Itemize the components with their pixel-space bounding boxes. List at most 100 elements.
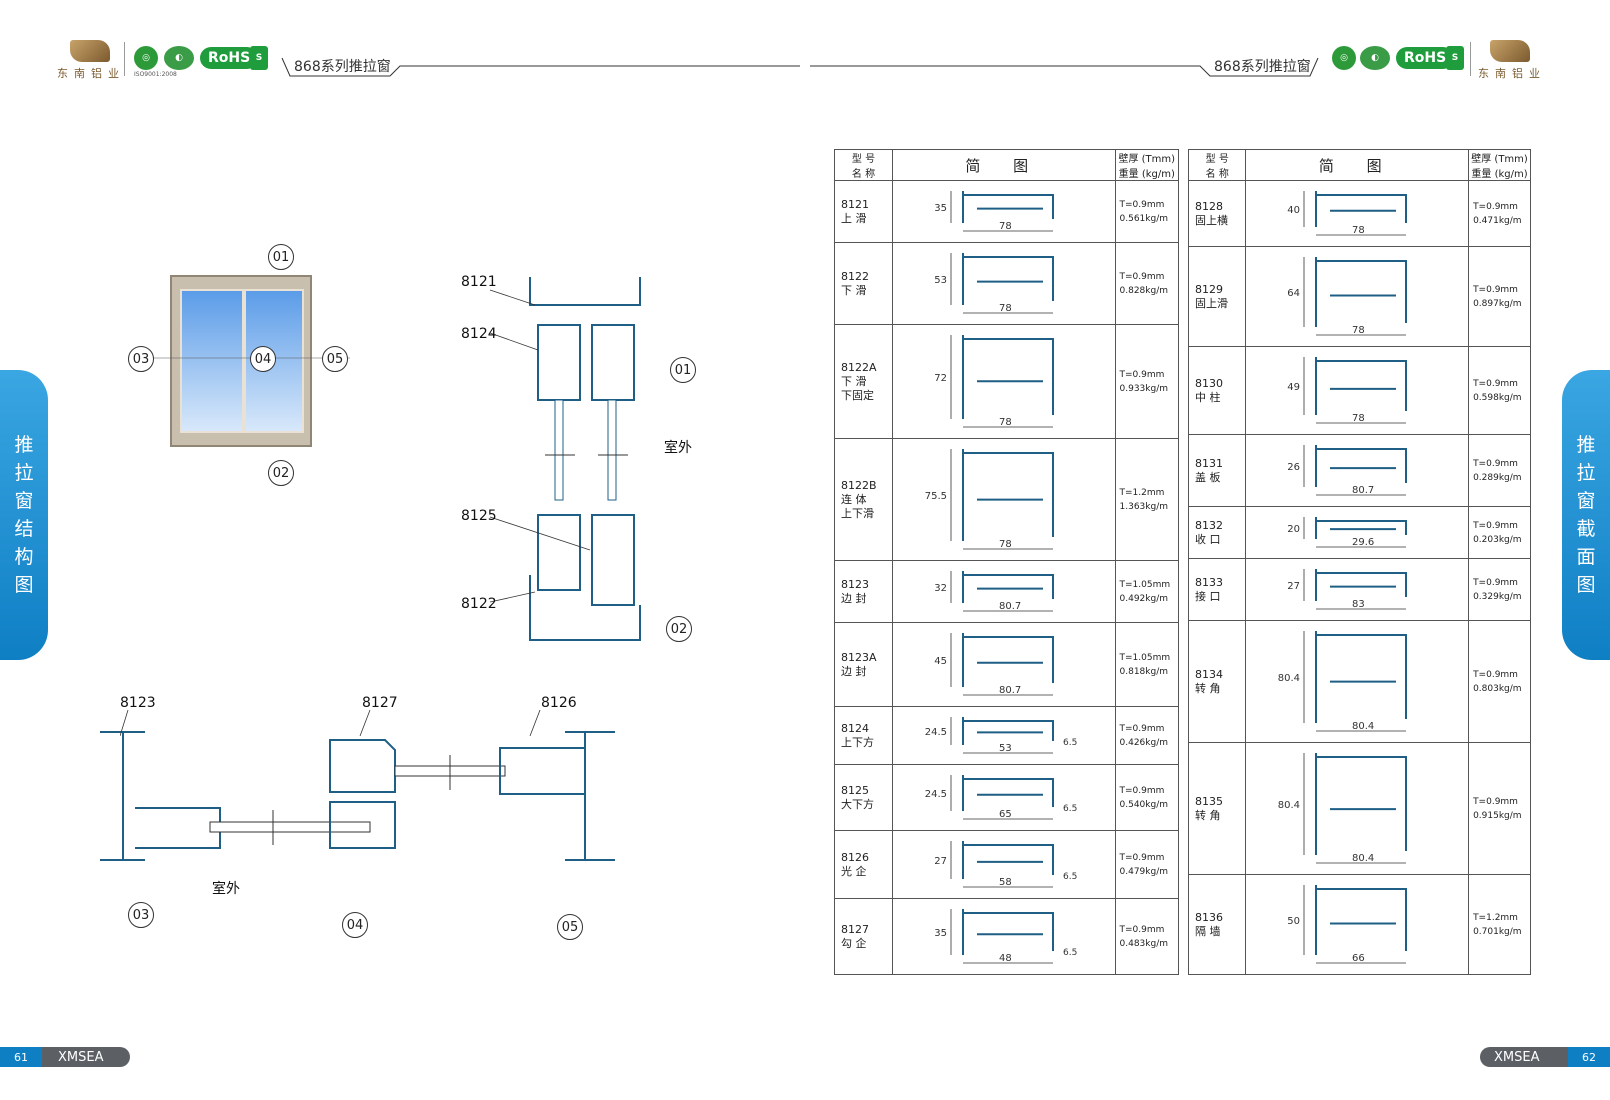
cert-cqm-icon: ◐ [1360,46,1390,70]
dimension-secondary: 6.5 [1063,804,1077,814]
header-model: 型 号 名 称 [833,149,894,181]
dimension-height: 80.4 [1278,800,1300,811]
footer-brand-left: XMSEA [42,1047,130,1067]
wall-thickness: T=0.9mm [1473,796,1518,807]
profile-code: 8127 [841,922,869,936]
unit-weight: 0.598kg/m [1473,392,1522,403]
unit-weight: 0.933kg/m [1119,383,1169,394]
unit-weight: 1.363kg/m [1119,501,1169,512]
profile-code: 8133 [1195,575,1223,589]
header-spec-line2: 重量 (kg/m) [1118,169,1175,180]
profile-name: 下 滑 下固定 [841,374,874,402]
dimension-lines [1304,630,1407,731]
dimension-height: 24.5 [925,727,947,738]
section-label-8121: 8121 [461,274,497,290]
wall-thickness: T=0.9mm [1473,577,1518,588]
rohs-badge: RoHS [200,47,259,69]
unit-weight: 0.915kg/m [1473,810,1522,821]
unit-weight: 0.818kg/m [1119,666,1169,677]
profile-code: 8121 [841,197,869,211]
profile-outline [962,448,1055,541]
profile-code: 8129 [1195,282,1223,296]
profile-outline [962,716,1055,745]
profile-spec-cell: T=0.9mm 0.915kg/m [1468,742,1531,875]
plan-callout-03: 03 [128,902,154,928]
page-number-left: 61 [0,1047,42,1067]
wall-thickness: T=0.9mm [1119,199,1165,210]
header-sketch: 简 图 [892,149,1116,181]
dimension-height: 32 [934,583,947,594]
rohs-badge: RoHS [1396,47,1455,69]
dimension-height: 27 [1288,581,1301,592]
dimension-lines [950,908,1054,963]
profile-code: 8123 [841,577,869,591]
section-label-8125: 8125 [461,508,497,524]
profile-name: 大下方 [841,797,874,811]
tab-char: 推 [14,434,34,456]
profile-sketch: 29.620 [1288,516,1408,548]
dimension-height: 35 [934,928,947,939]
right-side-tab: 推 拉 窗 截 面 图 [1562,370,1610,660]
profile-name: 转 角 [1195,681,1221,695]
section-callout-01: 01 [670,357,696,383]
dimension-height: 35 [934,203,947,214]
unit-weight: 0.492kg/m [1119,593,1169,604]
tab-char: 图 [1576,574,1596,596]
profile-outline [962,252,1055,305]
plan-outdoor-label: 室外 [212,881,240,897]
profile-outline [1315,190,1408,227]
table-header-row: 型 号 名 称 简 图 壁厚 (Tmm) 重量 (kg/m) [1187,149,1531,181]
wall-thickness: T=0.9mm [1119,924,1165,935]
profile-sketch: 80.480.4 [1278,752,1408,864]
wall-thickness: T=0.9mm [1119,785,1165,796]
section-label-8124: 8124 [461,326,497,342]
profile-outline [1315,568,1408,601]
wall-thickness: T=1.05mm [1119,652,1171,663]
wall-thickness: T=1.05mm [1119,579,1171,590]
footer-right: XMSEA 62 [1480,1047,1610,1067]
profile-code: 8135 [1195,794,1223,808]
dimension-lines [1304,190,1407,235]
profile-name: 光 企 [841,864,867,878]
profile-name: 边 封 [841,591,867,605]
cert-cqm-icon: ◐ [164,46,194,70]
header-spec-line1: 壁厚 (Tmm) [1471,154,1528,165]
profile-name: 转 角 [1195,808,1221,822]
dimension-lines [950,190,1054,231]
profile-name: 接 口 [1195,589,1221,603]
plan-label-8123: 8123 [120,695,156,711]
profile-code: 8122B [841,478,877,492]
dimension-height: 26 [1288,462,1301,473]
dimension-height: 27 [934,856,947,867]
